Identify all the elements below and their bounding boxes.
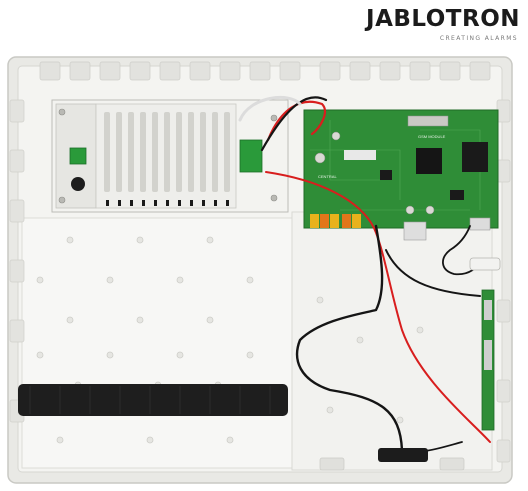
pcb-label-gsm: GSM MODULE <box>418 134 446 139</box>
battery-strap <box>18 384 288 416</box>
logo-tagline: CREATING ALARMS <box>439 35 518 42</box>
power-supply-module <box>51 99 289 213</box>
control-board-pcb: GSM MODULE CENTRAL <box>303 109 499 241</box>
pcb-label-central: CENTRAL <box>318 174 337 179</box>
jablotron-logo: JABLOTRON CREATING ALARMS <box>352 6 520 48</box>
logo-wordmark: JABLOTRON <box>366 6 520 32</box>
cable-tie <box>469 257 501 271</box>
side-connector-board <box>481 289 495 431</box>
terminal-blocks <box>310 214 361 228</box>
bottom-cable-connector <box>378 448 428 462</box>
